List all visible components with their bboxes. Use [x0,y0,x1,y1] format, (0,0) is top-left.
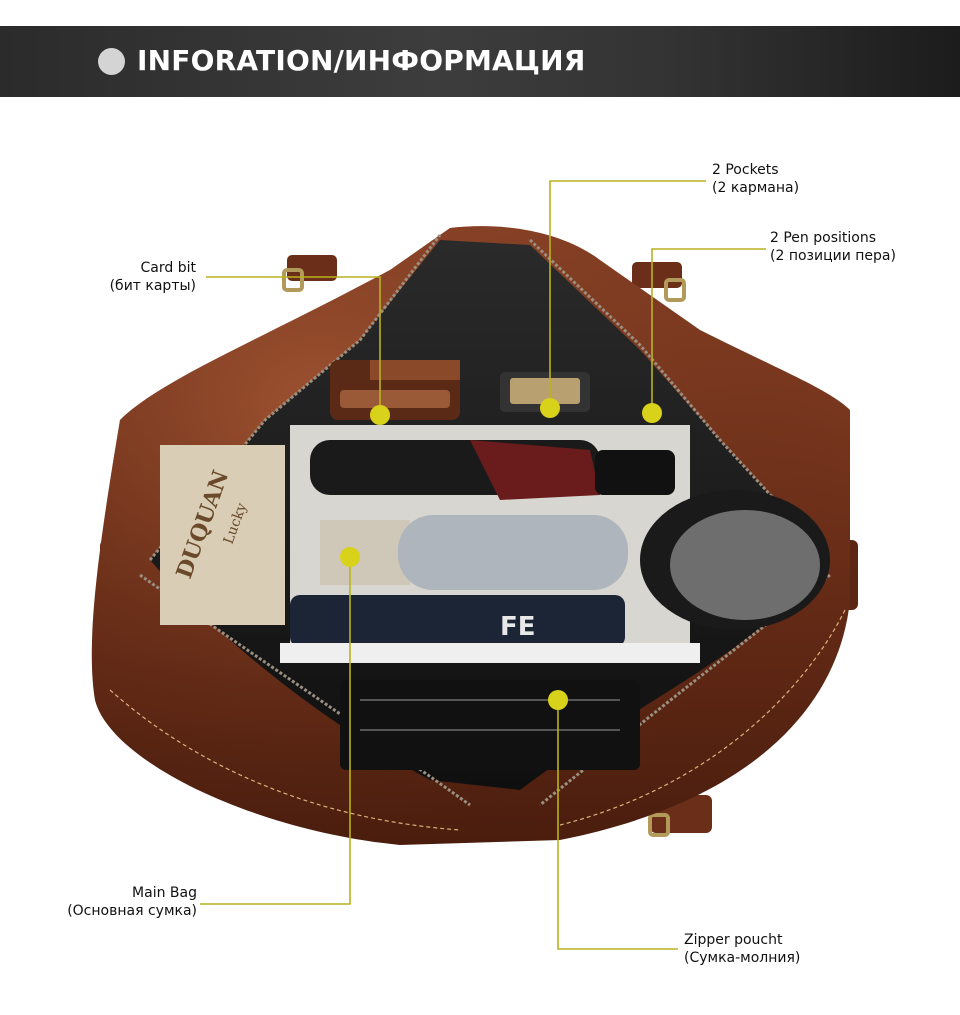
callout-dots [340,398,662,710]
callout-zipper-pouch: Zipper poucht (Сумка-молния) [684,931,800,967]
callout-main-bag-en: Main Bag [132,885,197,901]
callout-main-bag-ru: (Основная сумка) [67,903,197,919]
header-banner: INFORATION/ИНФОРМАЦИЯ [0,26,960,97]
callout-card-bit-en: Card bit [140,260,196,276]
callout-dot-card-bit [370,405,390,425]
callout-card-bit-ru: (бит карты) [109,278,196,294]
product-photo: DUQUAN Lucky FE [91,180,858,950]
callout-pen-positions-en: 2 Pen positions [770,230,876,246]
banner-bullet [98,48,125,75]
bottle-text: FE [500,612,536,642]
page-title: INFORATION/ИНФОРМАЦИЯ [137,44,586,77]
callout-main-bag: Main Bag (Основная сумка) [40,884,197,920]
callout-pockets-ru: (2 кармана) [712,180,800,196]
callout-dot-zipper-pouch [548,690,568,710]
callout-lines [200,180,766,950]
callout-pen-positions-ru: (2 позиции пера) [770,248,896,264]
callout-pockets: 2 Pockets (2 кармана) [712,161,799,197]
callout-dot-pen-positions [642,403,662,423]
callout-card-bit: Card bit (бит карты) [96,259,196,295]
callout-dot-main-bag [340,547,360,567]
callout-dot-pockets [540,398,560,418]
callout-pen-positions: 2 Pen positions (2 позиции пера) [770,229,896,265]
callout-pockets-en: 2 Pockets [712,162,779,178]
callout-zipper-pouch-ru: (Сумка-молния) [684,950,801,966]
inner-compartment: DUQUAN Lucky FE [160,360,830,770]
callout-zipper-pouch-en: Zipper poucht [684,932,783,948]
